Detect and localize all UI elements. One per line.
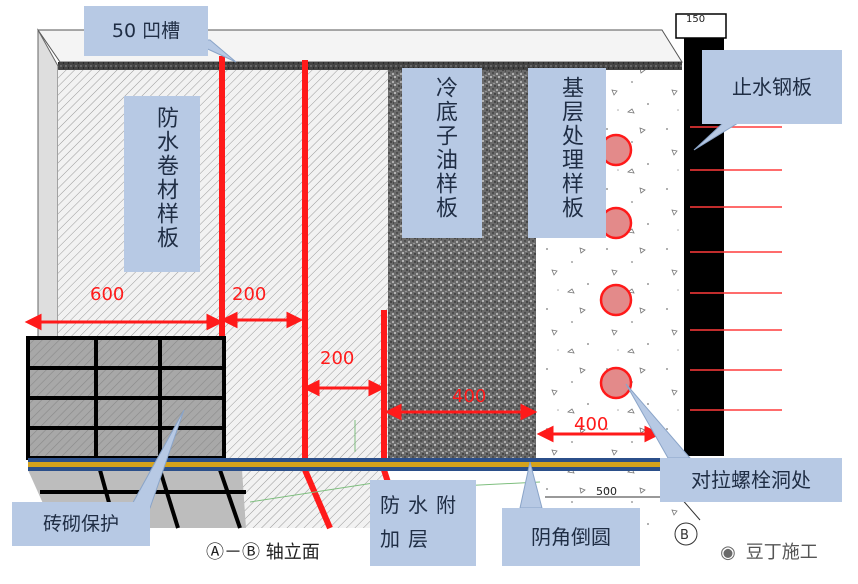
waterstop-callout: 止水钢板 [702,50,842,124]
fillet-callout: 阴角倒圆 [502,508,640,566]
axis-elevation-title: Ⓐ－Ⓑ 轴立面 [206,542,320,563]
dim-label-200a: 200 [232,284,267,305]
groove-label: 50 凹槽 [111,20,181,42]
dim-label-200b: 200 [320,348,355,369]
axis-b-marker [674,522,698,546]
dim-500: 500 [596,485,617,498]
base-sample-label: 基层处理样板 [558,76,583,220]
axis-b-label: B [680,528,689,543]
brick-protection-callout: 砖砌保护 [12,502,150,546]
watermark-label: 豆丁施工 [745,542,818,563]
dim-label-400b: 400 [574,414,609,435]
top-slab-edge [58,62,682,70]
slant-line-1 [302,468,333,530]
membrane-sample-label: 防水卷材样板 [153,106,178,250]
waterproof-layer-callout: 防水附加层 [370,480,476,566]
dim-150: 150 [686,14,705,25]
membrane-sample-callout: 防水卷材样板 [124,96,200,272]
brick-protection-label: 砖砌保护 [42,513,119,535]
dimension-arrows [24,311,662,443]
primer-sample-callout: 冷底子油样板 [402,68,482,238]
groove-callout: 50 凹槽 [84,6,208,56]
waterstop-label: 止水钢板 [732,75,812,99]
base-sample-callout: 基层处理样板 [528,68,606,238]
wechat-icon: ◉ [720,542,736,563]
waterstop-ticks [690,126,782,411]
bolt-holes [599,133,633,400]
bolt-holes-callout: 对拉螺栓洞处 [660,458,842,502]
waterstop-top [675,13,727,39]
floor-slab-yellow [28,462,682,467]
dim-label-600: 600 [90,284,125,305]
bolt-holes-label: 对拉螺栓洞处 [691,468,811,492]
waterproof-layer-label: 防水附加层 [380,493,464,551]
fillet-label: 阴角倒圆 [531,525,611,549]
bolt-hole [599,283,633,317]
bolt-hole [599,366,633,400]
primer-sample-label: 冷底子油样板 [432,76,457,220]
watermark: ◉ 豆丁施工 [716,538,818,564]
dim-label-400a: 400 [452,386,487,407]
